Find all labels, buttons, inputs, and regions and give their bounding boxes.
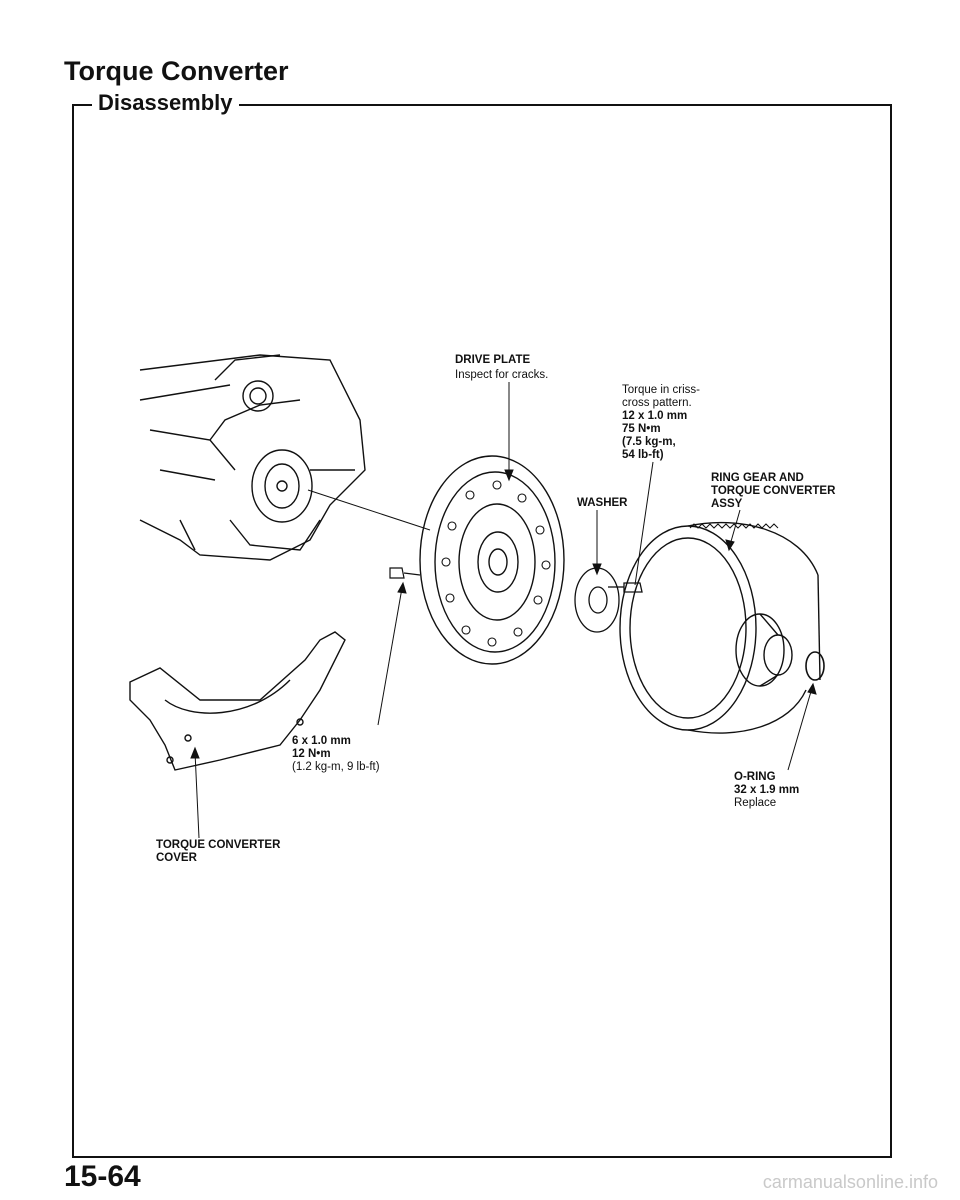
diagram-frame (72, 104, 892, 1158)
torque-note-line-3: 12 x 1.0 mm (622, 410, 687, 422)
torque-note-line-1: Torque in criss- (622, 384, 700, 396)
torque-note-line-2: cross pattern. (622, 397, 692, 409)
torque-note-line-5: (7.5 kg-m, (622, 436, 676, 448)
o-ring-label-line-1: O-RING (734, 771, 776, 783)
o-ring-label-line-2: 32 x 1.9 mm (734, 784, 799, 796)
ring-gear-label-line-1: RING GEAR AND (711, 472, 804, 484)
torque-note-line-4: 75 N•m (622, 423, 661, 435)
o-ring-illustration (805, 651, 825, 681)
drive-plate-note: Inspect for cracks. (455, 369, 548, 381)
o-ring-label-line-3: Replace (734, 797, 776, 809)
torque-note-line-6: 54 lb-ft) (622, 449, 664, 461)
cover-bolt-illustration (389, 567, 421, 579)
drive-plate-illustration (419, 455, 565, 665)
torque-converter-cover-illustration (129, 631, 346, 771)
bolt-spec-line-3: (1.2 kg-m, 9 lb-ft) (292, 761, 380, 773)
page-title: Torque Converter (64, 56, 289, 86)
drive-plate-label: DRIVE PLATE (455, 354, 531, 366)
footer-watermark-url: carmanualsonline.info (762, 1172, 938, 1192)
cover-label-line-1: TORQUE CONVERTER (156, 839, 281, 851)
ring-gear-teeth (689, 523, 779, 529)
engine-block-illustration (139, 354, 366, 561)
washer-label: WASHER (577, 497, 628, 509)
page-number: 15-64 (64, 1160, 141, 1193)
ring-gear-label-line-3: ASSY (711, 498, 743, 510)
drive-plate-bolt-illustration (608, 582, 643, 593)
bolt-spec-line-1: 6 x 1.0 mm (292, 735, 351, 747)
ring-gear-label-line-2: TORQUE CONVERTER (711, 485, 836, 497)
torque-converter-illustration (619, 521, 821, 734)
section-title: Disassembly (92, 90, 239, 116)
bolt-spec-line-2: 12 N•m (292, 748, 331, 760)
washer-illustration (574, 567, 620, 633)
cover-label-line-2: COVER (156, 852, 198, 864)
